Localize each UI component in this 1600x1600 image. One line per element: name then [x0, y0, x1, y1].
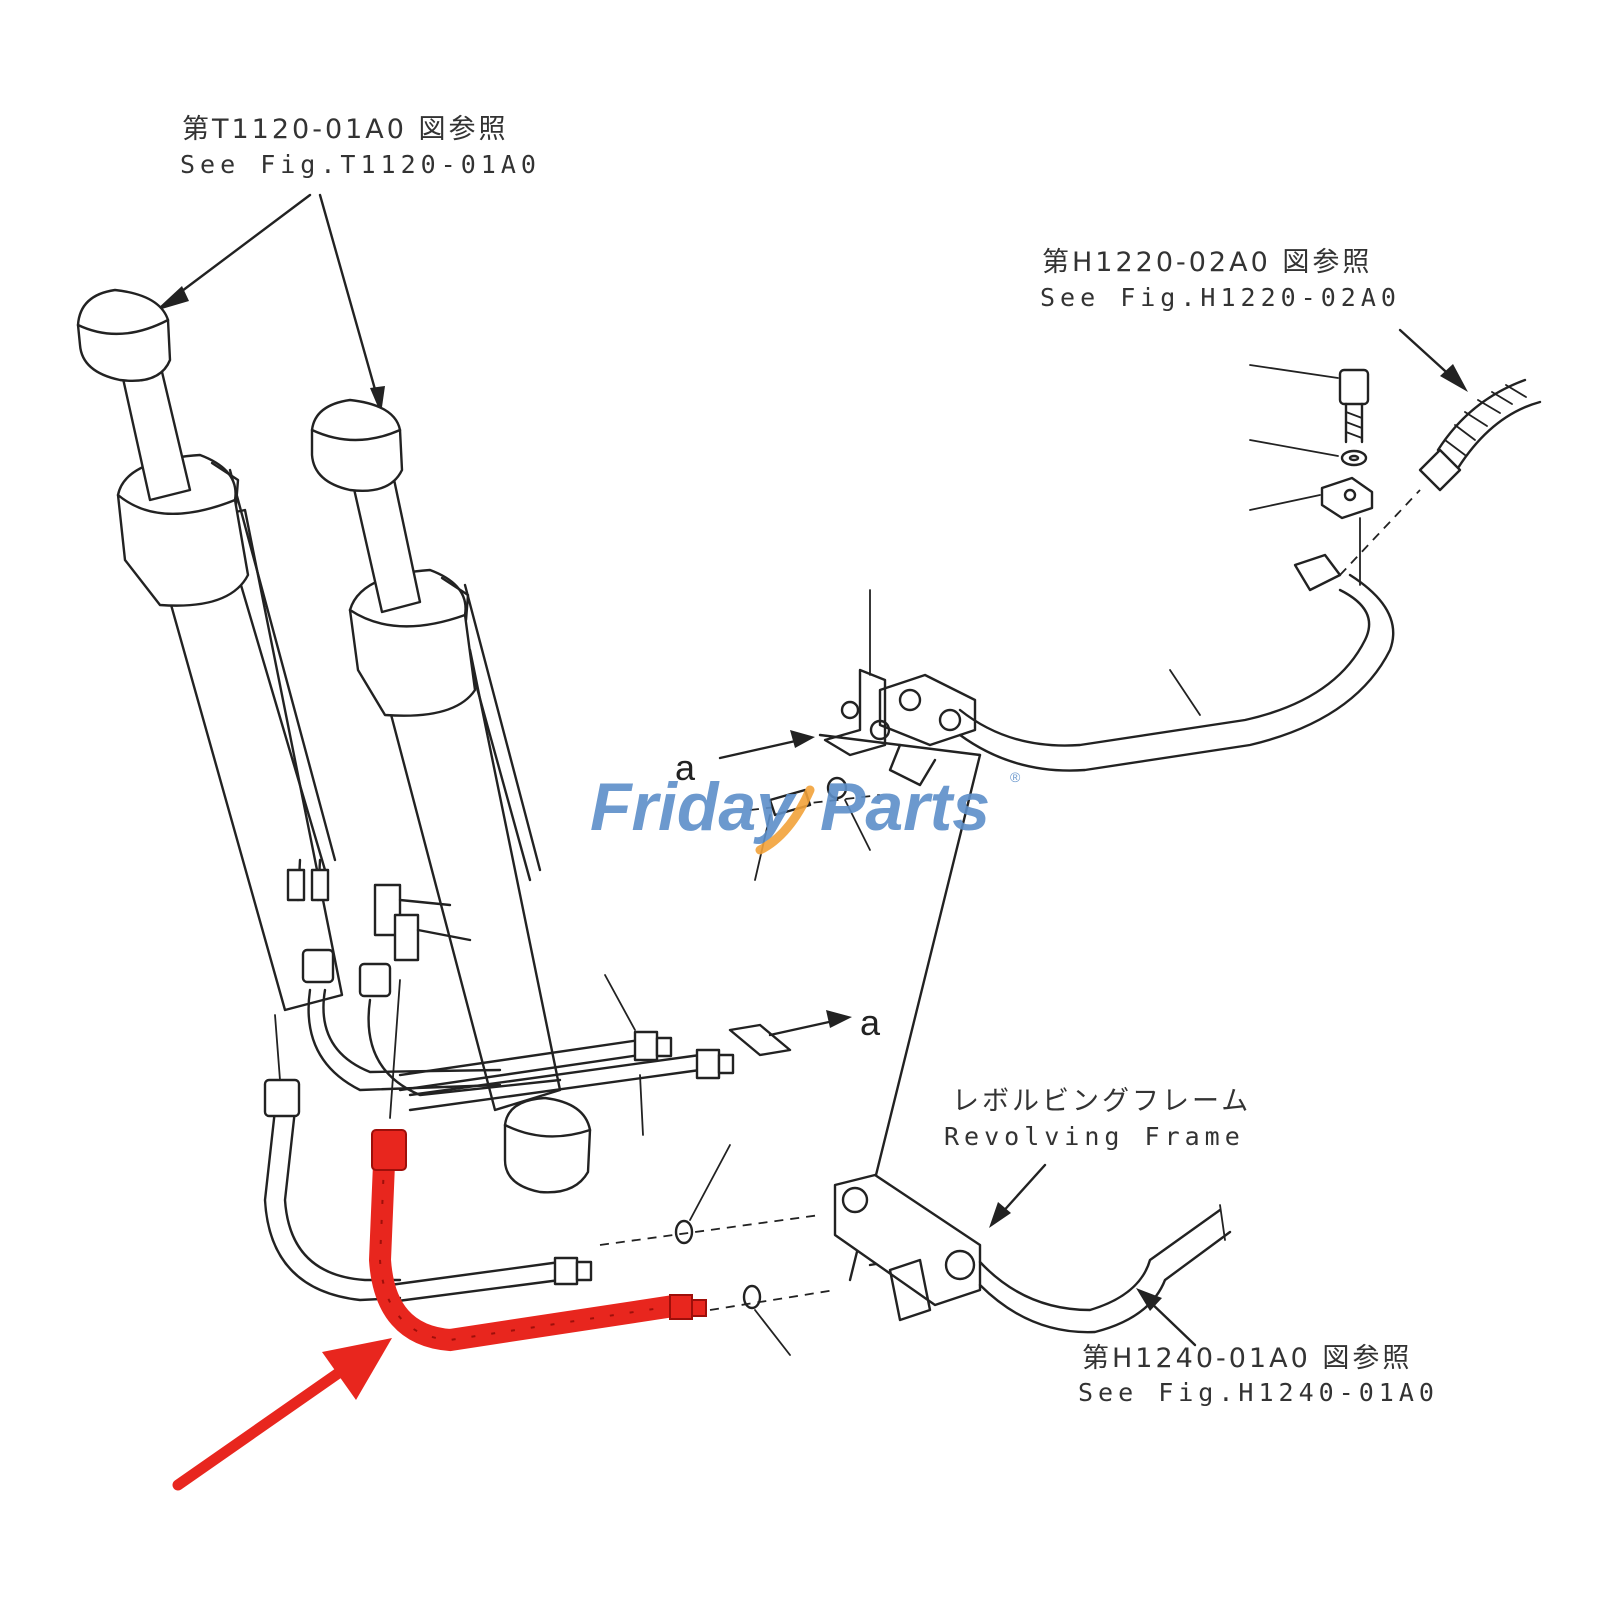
o-ring-connectors [599, 776, 881, 1356]
callout-revolving-frame-jp: レボルビングフレーム [952, 1086, 1251, 1117]
watermark-friday: Friday [590, 769, 797, 845]
callout-bottom-right-en: See Fig.H1240-01A0 [1078, 1378, 1439, 1407]
callout-top-left-en: See Fig.T1120-01A0 [180, 150, 541, 179]
watermark-logo: Friday Parts ® [590, 769, 1021, 855]
view-mark-lower-label: a [860, 1002, 881, 1043]
right-cylinder [310, 398, 592, 1194]
view-mark-lower: a [728, 1002, 881, 1057]
view-mark-upper: a [675, 730, 815, 788]
frame-plate [818, 589, 1232, 1334]
watermark-parts: Parts [820, 769, 990, 845]
callout-revolving-frame-en: Revolving Frame [944, 1122, 1245, 1151]
callout-top-right: 第H1220-02A0 図参照 See Fig.H1220-02A0 [1040, 247, 1401, 312]
left-cylinder [76, 288, 344, 1012]
upper-right-assembly [958, 328, 1542, 772]
callout-top-left-jp: 第T1120-01A0 図参照 [182, 114, 509, 145]
callout-top-left: 第T1120-01A0 図参照 See Fig.T1120-01A0 [180, 114, 541, 179]
leader-arrows-right [989, 1163, 1197, 1347]
view-mark-upper-label: a [675, 747, 696, 788]
callout-revolving-frame: レボルビングフレーム Revolving Frame [944, 1086, 1251, 1151]
callout-bottom-right-jp: 第H1240-01A0 図参照 [1082, 1343, 1412, 1374]
highlighted-hose [368, 1129, 707, 1352]
watermark-registered: ® [1010, 769, 1021, 785]
red-pointer-arrow [172, 1338, 392, 1491]
callout-top-right-jp: 第H1220-02A0 図参照 [1042, 247, 1372, 278]
callout-top-right-en: See Fig.H1220-02A0 [1040, 283, 1401, 312]
leader-arrows-top-left [155, 193, 385, 414]
lower-hoses [263, 948, 735, 1304]
callout-bottom-right: 第H1240-01A0 図参照 See Fig.H1240-01A0 [1078, 1343, 1439, 1407]
watermark-swoosh [755, 785, 815, 855]
